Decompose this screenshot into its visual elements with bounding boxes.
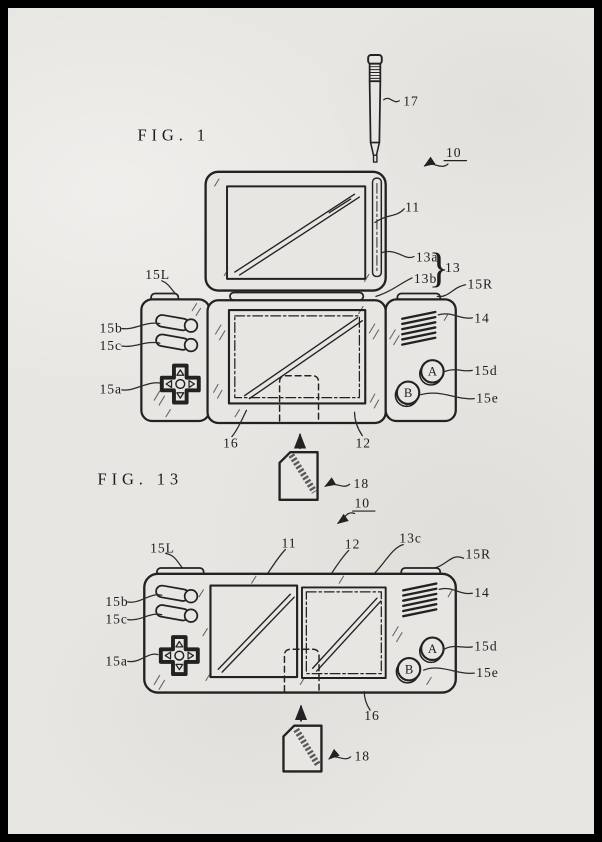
a-button-glyph: A bbox=[428, 365, 438, 379]
arrow-18 bbox=[328, 748, 352, 760]
a-button: A bbox=[418, 636, 445, 664]
figure-1: FIG. 1 17 10 11 13a bbox=[100, 54, 499, 502]
patent-page: FIG. 1 17 10 11 13a bbox=[8, 8, 594, 834]
cartridge bbox=[278, 450, 319, 502]
upper-screen bbox=[226, 185, 367, 280]
housing-hatch bbox=[213, 178, 370, 283]
leader-15c bbox=[127, 613, 163, 621]
stylus-slot bbox=[371, 177, 383, 278]
figure1-title: FIG. 1 bbox=[137, 126, 209, 145]
hinge bbox=[229, 291, 365, 302]
ref-label-15c: 15c bbox=[105, 611, 128, 626]
ref-label-13b: 13b bbox=[414, 271, 437, 286]
leader-12 bbox=[353, 411, 363, 437]
leader-15R bbox=[436, 284, 467, 298]
ref-label-18: 18 bbox=[354, 476, 370, 491]
ref-label-15e: 15e bbox=[476, 665, 499, 680]
leader-15c bbox=[121, 341, 161, 347]
ref-label-stylus: 17 bbox=[403, 94, 419, 109]
ref-label-15R: 15R bbox=[466, 546, 492, 561]
leader-15d bbox=[444, 645, 473, 650]
leader-14 bbox=[438, 587, 473, 595]
pill-buttons bbox=[155, 584, 199, 623]
ref-label-15d: 15d bbox=[474, 363, 497, 378]
pill-buttons bbox=[155, 314, 199, 353]
leader-13a bbox=[381, 250, 415, 259]
ref-label-14: 14 bbox=[474, 311, 490, 326]
ref-label-15a: 15a bbox=[100, 382, 123, 397]
upper-screen-diagonals bbox=[234, 193, 361, 276]
leader-15b bbox=[127, 594, 163, 603]
leader-15L bbox=[161, 280, 178, 296]
ref-label-15e: 15e bbox=[476, 391, 499, 406]
ref-label-15b: 15b bbox=[105, 594, 128, 609]
ref-label-15L: 15L bbox=[150, 540, 175, 555]
ref-label-15b: 15b bbox=[100, 320, 123, 335]
ref-label-15a: 15a bbox=[105, 653, 128, 668]
ref-label-12: 12 bbox=[345, 537, 361, 552]
body-right-section bbox=[384, 298, 457, 423]
patent-drawing-canvas: FIG. 1 17 10 11 13a bbox=[98, 54, 499, 773]
b-button: B bbox=[394, 380, 421, 408]
card-slot-outline bbox=[278, 375, 320, 422]
ref-label-16: 16 bbox=[364, 708, 380, 723]
arrow-18 bbox=[324, 477, 351, 487]
cartridge bbox=[282, 724, 323, 773]
arrow-10 bbox=[423, 156, 449, 168]
leader-15a bbox=[121, 382, 161, 391]
ref-label-15R: 15R bbox=[467, 277, 493, 292]
figure13-title: FIG. 13 bbox=[98, 469, 184, 488]
leader-13c bbox=[374, 543, 404, 574]
leader-15b bbox=[121, 322, 161, 330]
right-screen bbox=[283, 586, 387, 693]
leader-15e bbox=[420, 392, 475, 400]
ref-label-15d: 15d bbox=[474, 639, 497, 654]
ref-label-15L: 15L bbox=[145, 267, 170, 282]
lower-screen bbox=[227, 308, 367, 422]
d-pad bbox=[158, 635, 200, 677]
leader-16 bbox=[363, 690, 371, 711]
speaker-grille bbox=[401, 310, 437, 346]
arrow-10 bbox=[336, 512, 356, 524]
leader-14 bbox=[437, 313, 473, 319]
ref-label-14: 14 bbox=[474, 585, 490, 600]
body-hatch bbox=[153, 575, 453, 690]
leader-15a bbox=[127, 653, 159, 663]
brace-13: } bbox=[429, 245, 450, 292]
leader-13b bbox=[375, 277, 413, 298]
ref-label-upper-screen: 11 bbox=[405, 200, 420, 215]
ref-label-15c: 15c bbox=[100, 338, 123, 353]
b-button-glyph: B bbox=[404, 386, 412, 400]
left-screen bbox=[209, 584, 299, 679]
b-button: B bbox=[395, 656, 422, 684]
leader-11 bbox=[374, 208, 405, 224]
leader-17 bbox=[383, 97, 400, 103]
card-slot-outline bbox=[283, 648, 320, 693]
ref-label-18: 18 bbox=[355, 749, 371, 764]
upper-housing bbox=[204, 170, 387, 292]
speaker-grille bbox=[402, 582, 438, 618]
ref-label-device: 10 bbox=[355, 496, 371, 511]
ref-label-13a: 13a bbox=[416, 249, 439, 264]
d-pad bbox=[159, 363, 201, 405]
leader-15L bbox=[165, 552, 184, 570]
ref-label-13: 13 bbox=[445, 260, 461, 275]
a-button: A bbox=[418, 359, 445, 386]
stylus bbox=[367, 54, 383, 163]
ref-label-12: 12 bbox=[356, 435, 372, 450]
leader-15d bbox=[444, 369, 473, 372]
ref-label-device: 10 bbox=[446, 145, 462, 160]
leader-15e bbox=[423, 667, 475, 674]
figure-13: FIG. 13 10 15L 11 12 13c 15R bbox=[98, 469, 499, 773]
b-button-glyph: B bbox=[405, 663, 413, 677]
a-button-glyph: A bbox=[428, 642, 438, 656]
leader-16 bbox=[231, 409, 248, 438]
ref-label-11: 11 bbox=[282, 536, 297, 551]
ref-label-16: 16 bbox=[223, 435, 239, 450]
leader-15R bbox=[433, 556, 465, 569]
ref-label-13c: 13c bbox=[399, 531, 422, 546]
